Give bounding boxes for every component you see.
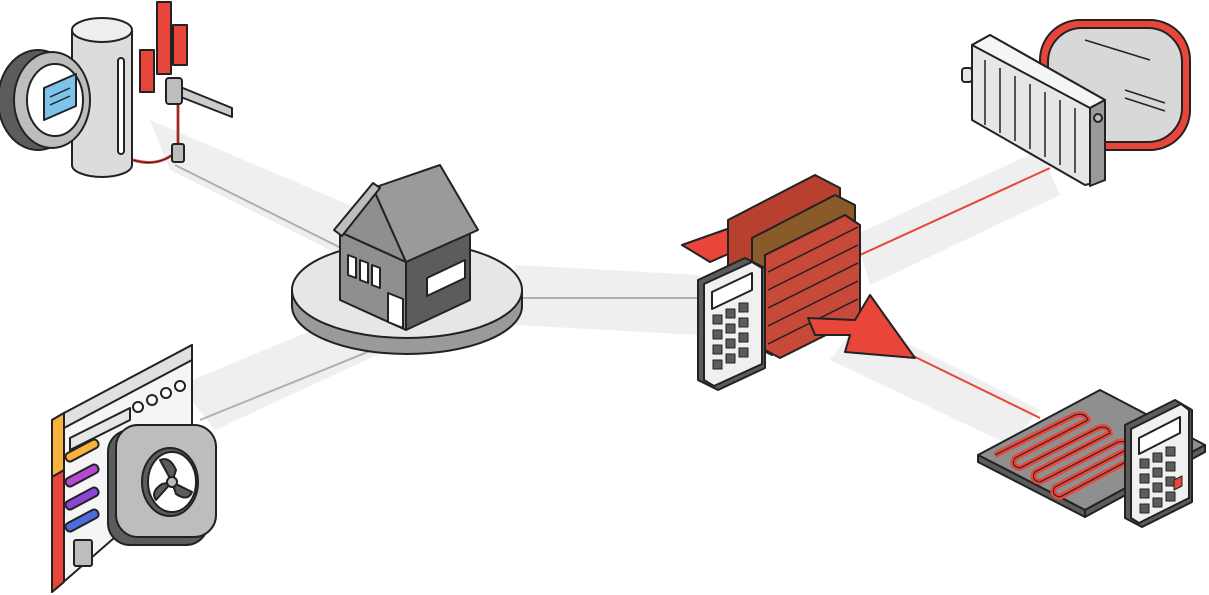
connection-tracks — [150, 120, 1060, 445]
line-to-heat-pump — [199, 344, 386, 421]
line-to-underfloor — [904, 351, 1041, 419]
wall-insulation-with-calculator-icon — [681, 174, 916, 391]
underfloor-heating-with-calculator-icon — [977, 389, 1206, 528]
hot-water-cylinder-with-gauge-icon — [0, 1, 233, 178]
track-to-insulation — [515, 265, 700, 335]
radiator-icon — [961, 19, 1191, 187]
heat-pump-with-control-panel-icon — [51, 344, 217, 593]
house-on-platform-icon — [291, 164, 523, 355]
heat-loss-arrow-icon — [807, 294, 916, 359]
calculator-icon — [697, 257, 766, 391]
line-to-hot-water — [174, 164, 346, 251]
track-to-radiators — [855, 150, 1060, 285]
connection-lines — [174, 164, 1051, 421]
heat-pump-fan-icon — [107, 424, 217, 546]
gauge-icon — [0, 49, 91, 151]
heating-coil-icon — [993, 411, 1137, 500]
line-to-radiators — [859, 167, 1051, 256]
underfloor-calculator-icon — [1124, 399, 1193, 528]
